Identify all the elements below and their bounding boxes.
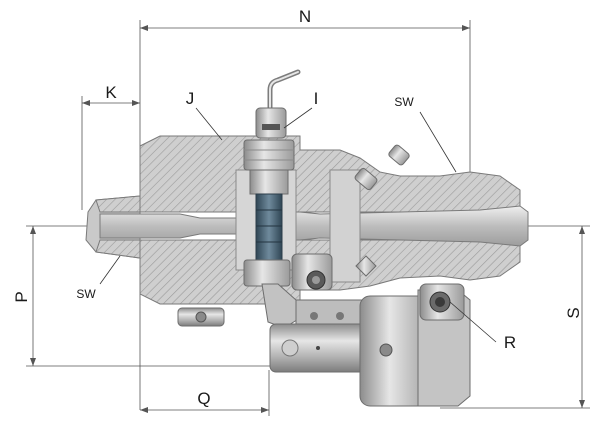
vent-plug-top [354, 144, 410, 191]
vent-plug-bottom [355, 255, 377, 277]
dimension-p: P [12, 225, 270, 367]
dimension-s: S [440, 225, 590, 409]
callout-r: R [449, 301, 516, 352]
mounting-bracket [177, 283, 367, 329]
dimension-k: K [81, 83, 140, 210]
label-q: Q [197, 389, 210, 408]
label-sw-top: SW [394, 95, 414, 109]
gland-nut [255, 107, 287, 139]
label-i: I [314, 89, 319, 108]
handle-bracket [291, 253, 333, 291]
stem-assembly [243, 69, 301, 287]
label-r: R [504, 333, 516, 352]
dimension-n: N [139, 7, 471, 410]
label-j: J [186, 89, 195, 108]
callout-j: J [186, 89, 223, 141]
packing-nut [243, 139, 295, 171]
label-s: S [564, 307, 583, 318]
label-sw-left: SW [76, 287, 96, 301]
label-k: K [105, 83, 117, 102]
label-n: N [299, 7, 311, 26]
callout-sw-left: SW [76, 255, 121, 301]
actuator [269, 283, 471, 407]
label-p: P [12, 291, 31, 302]
dimension-q: Q [140, 370, 270, 416]
callout-sw-top: SW [394, 95, 457, 173]
valve-stem [255, 193, 283, 261]
callout-i: I [283, 89, 319, 129]
